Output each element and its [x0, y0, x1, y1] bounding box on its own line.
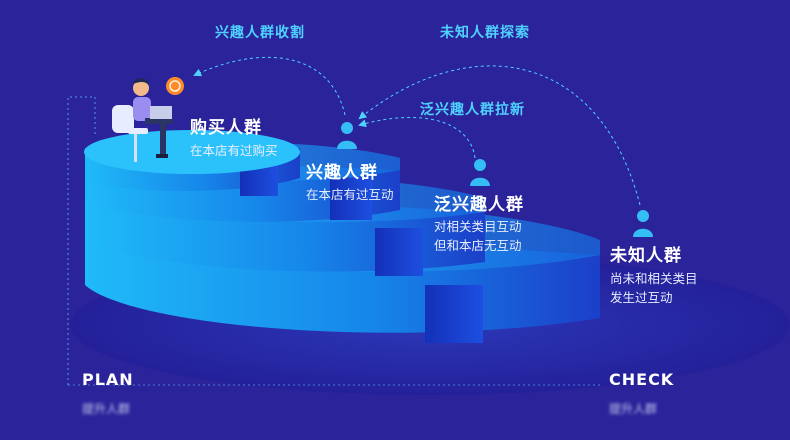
buyer-illustration [112, 77, 184, 162]
flow-label-harvest: 兴趣人群收割 [215, 25, 305, 41]
dashed-left-line [67, 96, 96, 385]
tier-desc-broad-2: 但和本店无互动 [434, 238, 522, 253]
tier-title-buyers: 购买人群 [190, 118, 262, 138]
plan-label: PLAN [82, 370, 134, 389]
tier-desc-buyers: 在本店有过购买 [190, 143, 278, 158]
flow-label-broad: 泛兴趣人群拉新 [420, 102, 525, 118]
tier-desc-interest: 在本店有过互动 [306, 187, 394, 202]
arrow-harvest [193, 56, 346, 116]
person-icon [633, 210, 653, 237]
person-icon [470, 159, 490, 186]
tier-desc-unknown-1: 尚未和相关类目 [610, 271, 698, 286]
tier-title-unknown: 未知人群 [610, 246, 682, 266]
flow-label-explore: 未知人群探索 [440, 25, 530, 41]
tier-title-interest: 兴趣人群 [306, 163, 378, 183]
tier-title-broad: 泛兴趣人群 [434, 195, 524, 215]
tier-top [84, 130, 300, 196]
check-sub-label: 提升人群 [609, 402, 658, 416]
tier-desc-unknown-2: 发生过互动 [610, 290, 673, 305]
tier-desc-broad-1: 对相关类目互动 [434, 219, 522, 234]
arrow-broad [358, 116, 476, 159]
plan-sub-label: 提升人群 [82, 402, 131, 416]
check-label: CHECK [609, 370, 675, 389]
person-icon [337, 122, 357, 149]
